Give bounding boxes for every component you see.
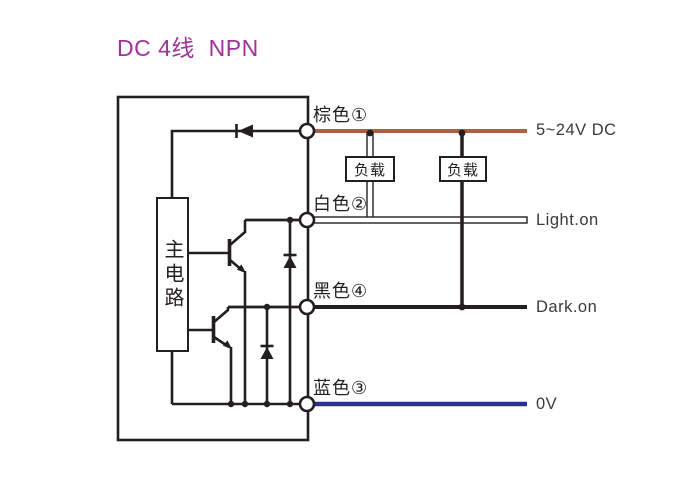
wire-label-white: 白色②: [313, 194, 369, 214]
junction-dots: [227, 129, 466, 408]
transistor-1: [188, 220, 247, 404]
load-box-2: 负载: [439, 156, 487, 182]
load-box-1: 负载: [345, 156, 395, 182]
terminal-blue: [298, 395, 316, 413]
internal-supply-wire: [170, 129, 307, 197]
terminal-black: [298, 298, 316, 316]
wire-label-brown: 棕色①: [313, 105, 369, 125]
emitter-arrow-icon: [222, 340, 232, 349]
main-circuit-label: 主电路: [161, 238, 183, 311]
load-box-2-label: 负载: [446, 161, 479, 179]
terminal-label-lighton: Light.on: [536, 211, 599, 229]
terminal-brown: [298, 122, 316, 140]
terminal-label-darkon: Dark.on: [536, 298, 598, 316]
main-circuit-box: 主电路: [156, 197, 189, 352]
terminal-white: [298, 211, 316, 229]
wire-label-black: 黑色④: [313, 281, 369, 301]
top-diode: [235, 124, 253, 138]
emitter-arrow-icon: [236, 264, 246, 273]
diode-black-to-0v: [260, 307, 274, 404]
diode-white-to-0v: [283, 220, 297, 404]
sensor-housing-box: [116, 95, 310, 442]
transistor-2: [188, 307, 233, 404]
wire-label-blue: 蓝色③: [313, 378, 369, 398]
white-wire: [306, 216, 528, 224]
terminals: [298, 122, 316, 413]
terminal-label-supply: 5~24V DC: [536, 121, 617, 139]
terminal-label-0v: 0V: [536, 395, 558, 413]
diagram-title: DC 4线 NPN: [117, 35, 259, 61]
load-box-1-label: 负载: [353, 161, 386, 179]
